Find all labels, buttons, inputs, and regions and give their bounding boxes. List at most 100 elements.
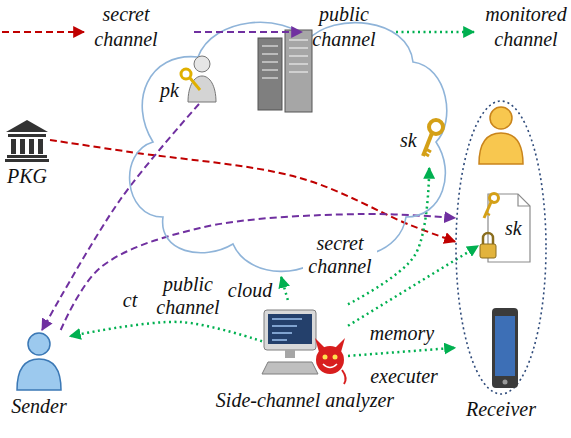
channel-arrow [61,214,455,330]
channel-arrow [281,277,288,300]
edge-label: ct [121,289,139,312]
edge-label: cloud [226,279,274,302]
server-tower [258,38,282,110]
key-ring [429,120,443,134]
edge-label: public channel [151,273,225,319]
server-slot [262,69,278,71]
legend-line-sample [394,24,476,40]
key-tooth [426,149,431,152]
edge-label: executer [368,365,440,388]
server-slot [262,53,278,55]
monitor-screen [268,314,312,344]
lock-shackle [483,233,493,244]
server-slot [289,47,308,49]
legend-entry: monitored channel [394,2,486,52]
secret-key-file-icon [478,192,530,264]
sender-node-icon [8,330,70,392]
screen-line [272,332,292,334]
building-roof [6,120,48,132]
devil-eye [333,355,338,360]
channel-arrow [70,322,262,341]
edge-label: secret channel [303,232,377,278]
monitor-stand [285,350,295,358]
file-fold [518,194,530,206]
server-slot [262,77,278,79]
pkg-node: PKG [4,118,50,162]
legend-label: public channel [308,2,380,52]
edge-label-holder: secret channel [303,232,377,278]
legend-entry: public channel [192,2,264,52]
key-holder-head [194,56,210,72]
key-shaft [423,133,432,156]
edge-label-holder: executer [368,365,440,388]
node-heading: Sender [11,394,67,418]
pkg-node-icon [4,118,50,162]
node-heading: Side-channel analyzer [216,388,394,412]
cloud-outline [130,22,447,271]
building-column [11,139,16,154]
sender-person-body [17,359,61,390]
devil-grin [323,364,337,368]
devil-face [316,346,344,374]
lock-body [480,244,496,258]
server-slot [289,55,308,57]
receiver-boundary [456,101,546,394]
phone-screen [495,316,515,376]
edge-label-holder: memory [368,322,436,345]
sender-person-head [28,333,50,355]
edge-label-holder: ct [121,289,139,312]
screen-line [272,325,297,327]
channel-arrow [348,348,455,356]
legend-line [2,31,84,33]
legend-line-sample [0,24,86,40]
file-key-tooth [486,213,490,215]
sender-node: Sender [8,330,70,392]
building-step [7,155,47,158]
edge-label-holder: cloud [226,279,274,302]
server-slot [262,45,278,47]
receiver-person-head [490,107,512,129]
legend-line [396,31,474,34]
screen-line [272,339,287,341]
phone [492,308,518,388]
building-step [5,159,49,162]
node-label: pk [160,78,179,102]
public-key-ring [181,69,191,79]
channel-arrow [50,140,455,242]
key-holder-body [188,76,216,102]
building-beam [8,134,46,137]
node-heading: PKG [7,164,47,188]
key-tooth [424,153,429,156]
side-channel-analyzer-icon [262,300,348,386]
server-slot [289,71,308,73]
screen-line [272,318,302,320]
secret-key: sk [398,118,450,168]
server-icon [258,30,312,112]
public-key-shaft [190,78,200,90]
legend-label: monitored channel [480,2,571,52]
receiver-group: Receiversk [455,100,547,395]
node-label: sk [400,128,417,152]
file-key-ring [490,194,499,203]
phone-button [503,380,508,385]
building-column [29,139,34,154]
building-column [38,139,43,154]
server-slot [289,63,308,65]
legend-entry: secret channel [0,2,72,52]
receiver-person-body [479,133,523,164]
monitor [264,310,316,350]
node-heading: Receiver [466,397,536,421]
legend-line [194,31,302,33]
legend-line-sample [192,24,304,40]
building-column [20,139,25,154]
devil-tail [342,370,346,384]
server-slot [289,39,308,41]
legend-label: secret channel [90,2,162,52]
devil-eye [323,355,328,360]
server-slot [262,61,278,63]
node-label: sk [505,216,522,240]
server-tower [285,30,312,112]
